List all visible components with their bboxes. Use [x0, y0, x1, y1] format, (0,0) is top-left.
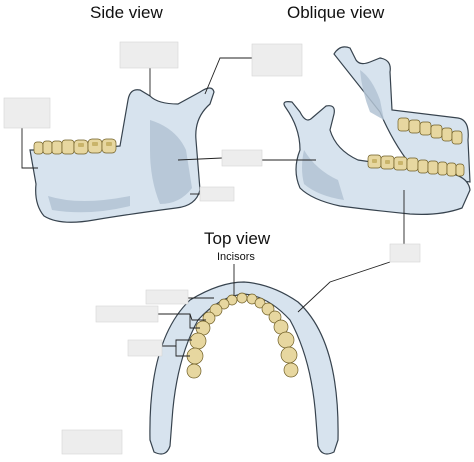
- blank-box-middle[interactable]: [221, 149, 263, 167]
- top-view-mandible: [149, 281, 339, 455]
- blank-box-top-1[interactable]: [145, 289, 189, 305]
- blank-box-oblique-top[interactable]: [251, 43, 303, 77]
- blank-box-oblique-bottom[interactable]: [389, 243, 421, 263]
- blank-box-top-4[interactable]: [61, 429, 123, 455]
- leader-lines: [21, 57, 405, 357]
- side-view-mandible: [29, 87, 215, 223]
- oblique-far-teeth: [397, 117, 463, 145]
- top-view-teeth: [186, 292, 299, 379]
- blank-label-boxes: [3, 41, 421, 455]
- blank-box-top-2[interactable]: [95, 305, 159, 323]
- blank-box-top-3[interactable]: [127, 339, 163, 357]
- oblique-view-title: Oblique view: [287, 3, 385, 22]
- blank-box-side-left[interactable]: [3, 97, 51, 129]
- oblique-near-teeth: [367, 154, 465, 177]
- blank-box-side-top[interactable]: [119, 41, 179, 69]
- side-view-teeth: [33, 138, 117, 155]
- top-view-title: Top view: [204, 229, 271, 248]
- oblique-view-mandible: [283, 46, 471, 215]
- incisors-label: Incisors: [217, 251, 255, 263]
- side-view-title: Side view: [90, 3, 163, 22]
- blank-box-side-bottom[interactable]: [199, 186, 235, 202]
